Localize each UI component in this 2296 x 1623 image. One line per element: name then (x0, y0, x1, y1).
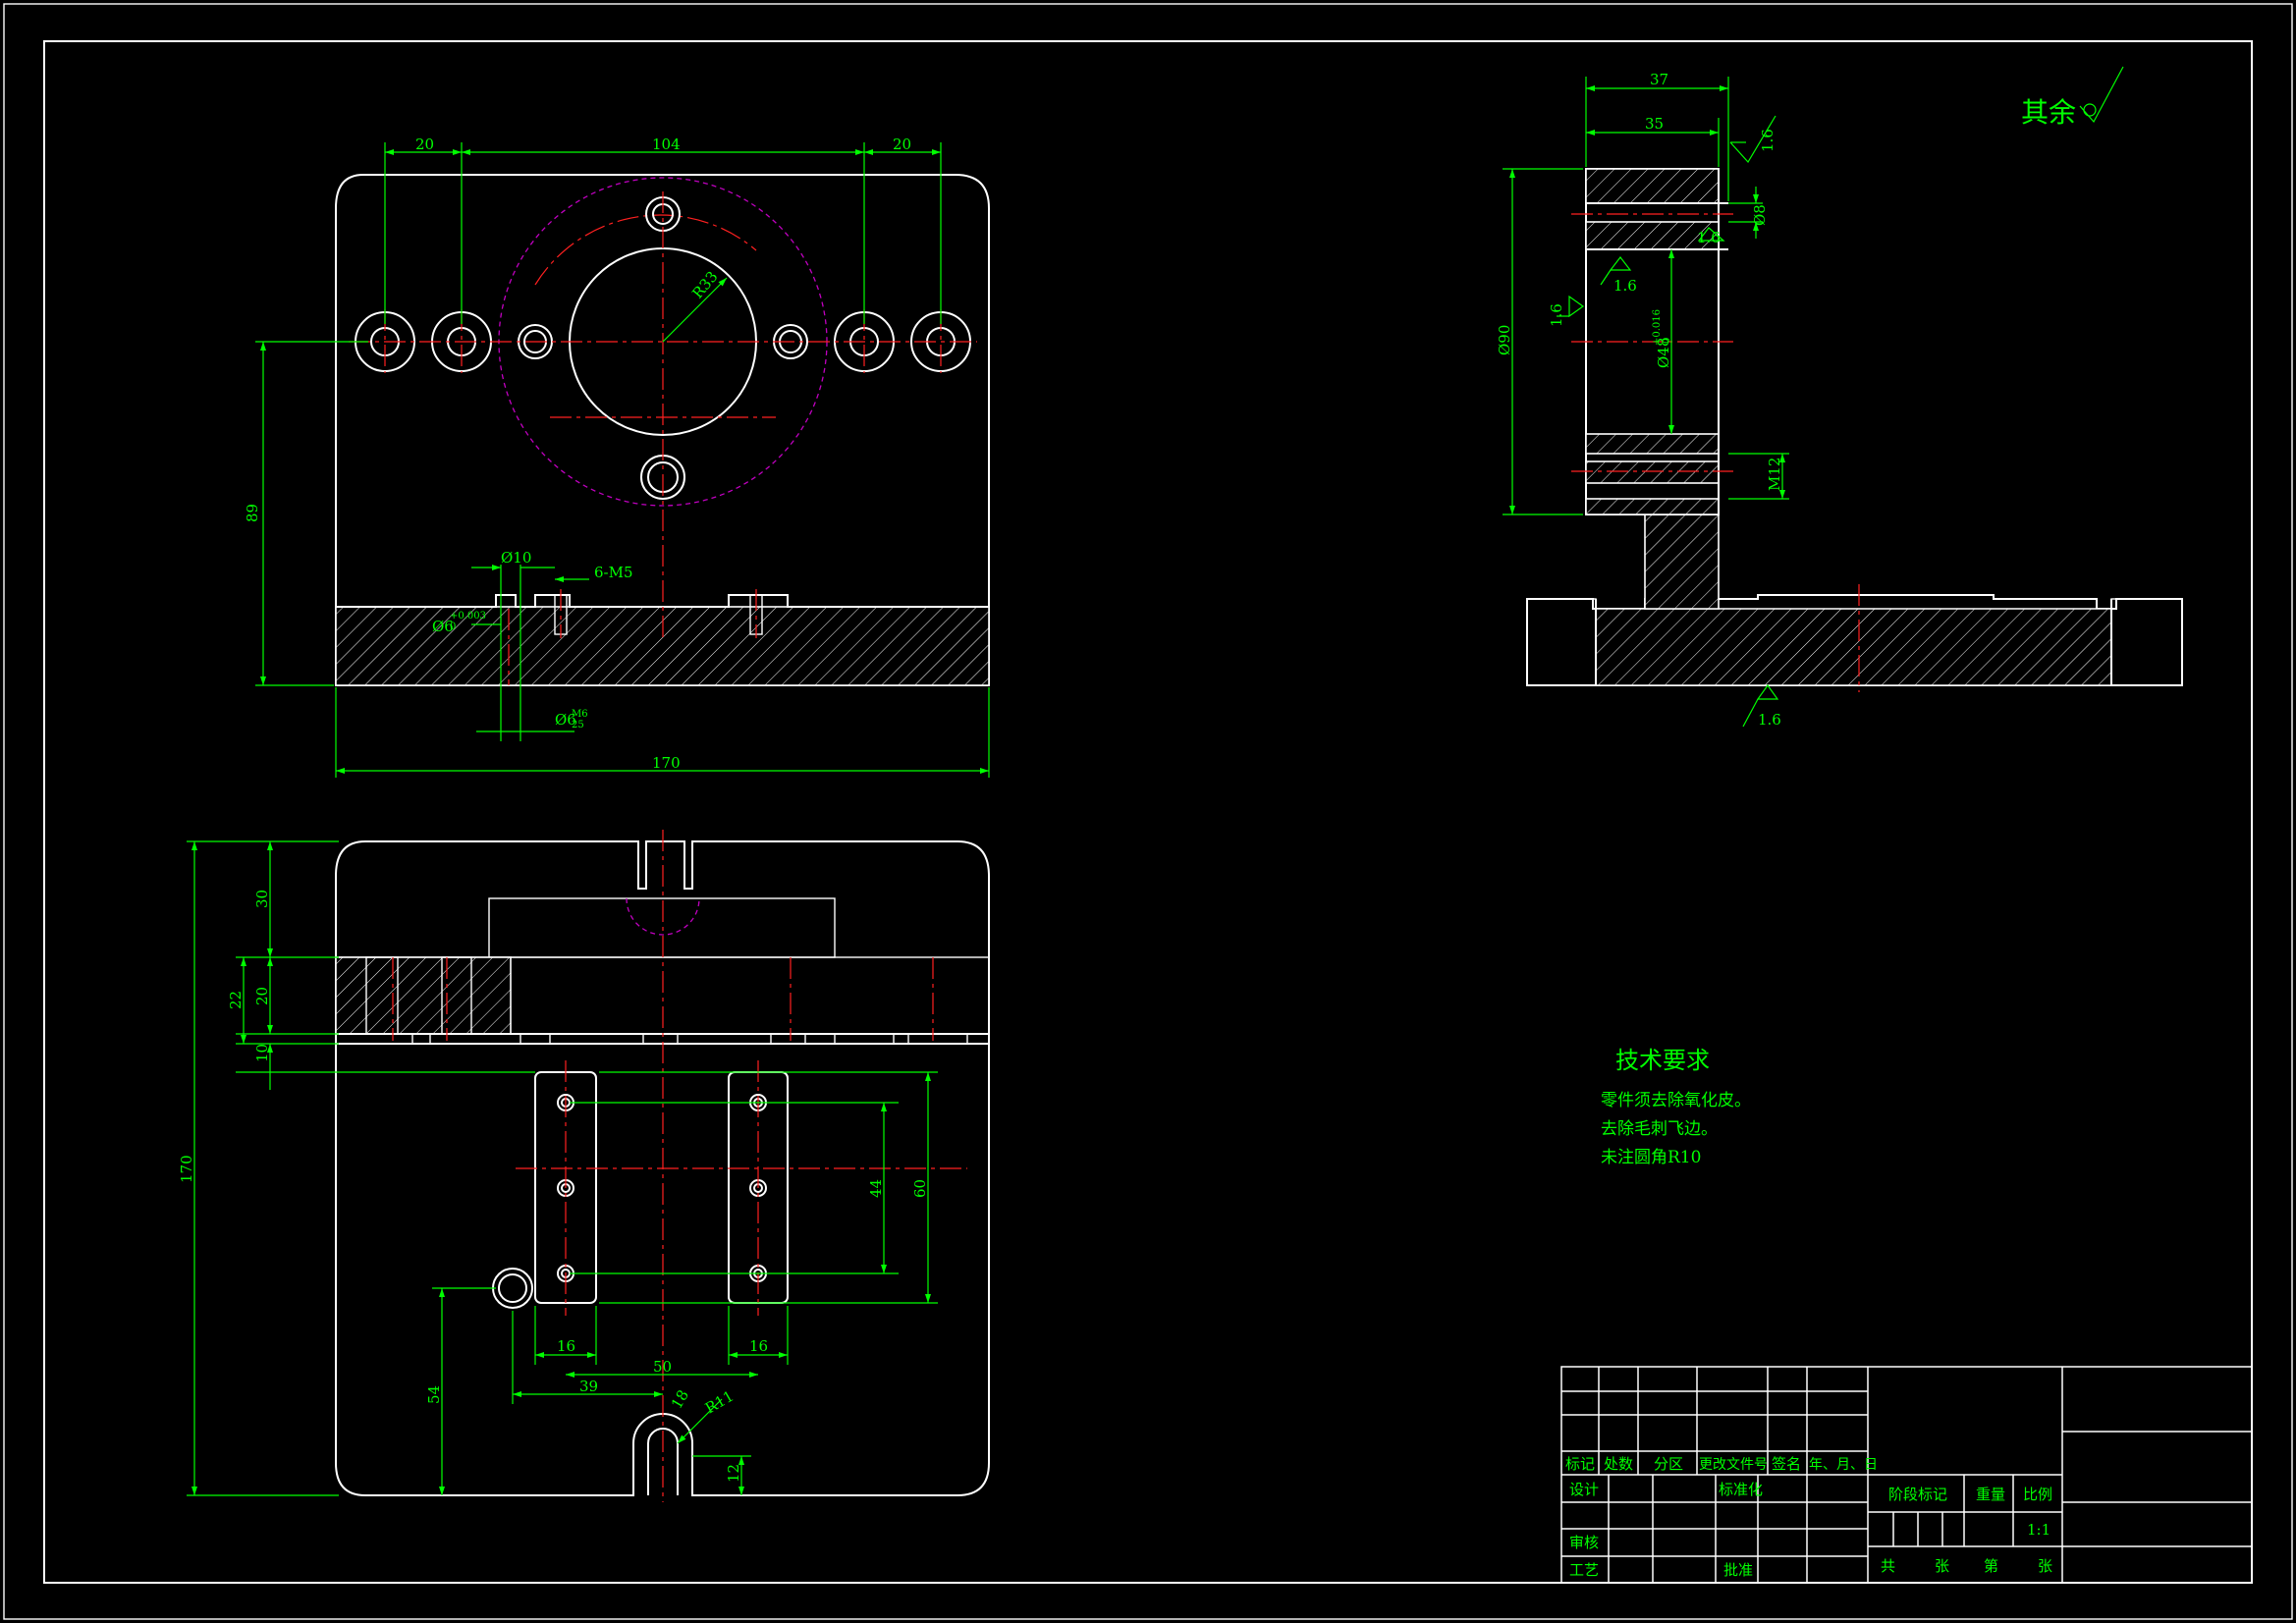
tb-header-4: 签名 (1772, 1455, 1801, 1473)
dim-radius: R33 (688, 268, 721, 302)
dim-20: 20 (253, 987, 271, 1005)
rest-roughness-symbol (2079, 66, 2124, 124)
roughness-2: 1.6 (1613, 277, 1637, 295)
dim-16b: 16 (749, 1337, 768, 1355)
dim-39: 39 (579, 1378, 598, 1395)
dim-44: 44 (867, 1179, 885, 1198)
tech-line-3: 未注圆角R10 (1601, 1148, 1701, 1167)
dim-thread: 6-M5 (594, 564, 633, 581)
raised-block (488, 897, 836, 958)
tb-weight: 重量 (1976, 1486, 2005, 1503)
outer-border (3, 3, 2293, 1620)
tb-approve: 批准 (1723, 1561, 1753, 1579)
tb-header-5: 年、月、日 (1809, 1457, 1878, 1473)
roughness-4: 1.6 (1697, 229, 1721, 246)
tech-line-2: 去除毛刺飞边。 (1601, 1119, 1718, 1139)
dim-10: 10 (253, 1044, 271, 1062)
dim-phi8: Ø8 (1751, 204, 1769, 226)
dim-pin-tol: Ø6 (432, 618, 454, 635)
dim-pin-tol-sup: +0.003 (450, 611, 486, 622)
tb-sheet-unit: 张 (2038, 1557, 2052, 1575)
tb-design: 设计 (1569, 1481, 1599, 1498)
dim-37: 37 (1650, 71, 1668, 88)
top-view (255, 142, 990, 778)
dim-35: 35 (1645, 115, 1664, 133)
tb-sheet-no: 第 (1984, 1557, 1998, 1575)
dim-top-right: 20 (893, 135, 911, 153)
dim-phi10: Ø10 (501, 549, 531, 567)
dim-60: 60 (911, 1179, 929, 1198)
dim-overall-170: 170 (178, 1155, 195, 1183)
dim-16a: 16 (557, 1337, 575, 1355)
dim-hole-b: Ø6 (555, 711, 576, 729)
tech-title: 技术要求 (1615, 1047, 1710, 1074)
tb-header-2: 分区 (1654, 1455, 1683, 1473)
dim-phi90: Ø90 (1496, 325, 1513, 355)
tb-header-0: 标记 (1565, 1455, 1595, 1473)
roughness-3: 1.6 (1548, 303, 1565, 327)
tb-sheets-unit: 张 (1935, 1557, 1949, 1575)
rest-roughness-note: 其余 (2021, 96, 2076, 129)
roughness-5: 1.6 (1758, 711, 1781, 729)
title-block (1560, 1366, 2253, 1584)
dim-phi48: Ø48 (1655, 338, 1672, 368)
tb-stage: 阶段标记 (1888, 1486, 1947, 1503)
tb-review: 审核 (1569, 1534, 1599, 1551)
dim-r11: R11 (702, 1387, 737, 1418)
dim-50: 50 (653, 1358, 672, 1376)
tb-scale: 比例 (2023, 1486, 2052, 1503)
dim-width-170: 170 (652, 754, 681, 772)
inner-border (43, 40, 2253, 1584)
tb-scale-value: 1:1 (2027, 1521, 2050, 1539)
dim-top-center: 104 (652, 135, 681, 153)
dim-top-left: 20 (415, 135, 434, 153)
dim-54: 54 (425, 1385, 443, 1404)
dim-phi48-tol: +0.016 (1652, 309, 1663, 346)
tech-line-1: 零件须去除氧化皮。 (1601, 1091, 1751, 1110)
bottom-view (187, 830, 990, 1502)
tb-header-3: 更改文件号 (1699, 1457, 1768, 1473)
tb-header-1: 处数 (1604, 1455, 1633, 1473)
dim-30: 30 (253, 890, 271, 908)
tb-standard: 标准化 (1719, 1481, 1763, 1498)
tb-process: 工艺 (1569, 1561, 1599, 1579)
dim-slot: 18 (668, 1386, 692, 1412)
dim-12: 12 (725, 1464, 742, 1483)
dim-pin-tol-sub: 0 (450, 622, 456, 632)
dim-hole-b-sup: M6 (572, 709, 588, 720)
side-view (1503, 77, 2183, 728)
dim-hole-b-sub: 25 (572, 720, 584, 730)
bottom-view-outline (335, 840, 990, 1496)
tb-sheets-total: 共 (1881, 1557, 1895, 1575)
dim-22: 22 (227, 991, 245, 1009)
dim-phi48-tol-low: 0 (1662, 338, 1672, 344)
dim-m12: M12 (1766, 458, 1783, 491)
dim-height-89: 89 (244, 504, 261, 522)
roughness-1: 1.6 (1759, 129, 1777, 152)
